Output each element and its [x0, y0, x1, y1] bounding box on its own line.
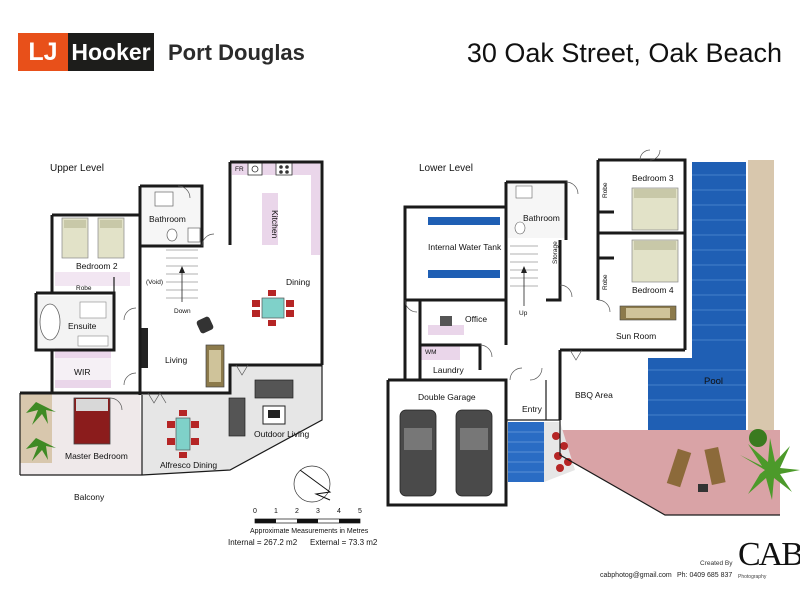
pool-water — [692, 162, 746, 430]
label-up: Up — [519, 310, 528, 317]
label-robe-bed3: Robe — [602, 182, 609, 198]
scale-caption: Approximate Measurements in Metres — [250, 528, 369, 535]
lj-hooker-logo: LJ Hooker — [18, 33, 154, 71]
external-area: External = 73.3 m2 — [310, 538, 378, 547]
scale-tick-3: 3 — [316, 508, 320, 515]
pool-deck — [560, 430, 780, 515]
label-storage: Storage — [552, 241, 559, 264]
scale-tick-4: 4 — [337, 508, 341, 515]
internal-area: Internal = 267.2 m2 — [228, 538, 298, 547]
scale-tick-5: 5 — [358, 508, 362, 515]
label-alfresco-dining: Alfresco Dining — [160, 460, 218, 470]
label-bedroom4: Bedroom 4 — [632, 285, 674, 295]
scale-tick-1: 1 — [274, 508, 278, 515]
kitchen-island — [262, 193, 278, 245]
scale-tick-2: 2 — [295, 508, 299, 515]
label-bbq-area: BBQ Area — [575, 390, 613, 400]
pool-side-strip — [748, 160, 774, 430]
property-address: 30 Oak Street, Oak Beach — [466, 38, 782, 68]
label-robe-bed4: Robe — [602, 274, 609, 290]
label-void: (Void) — [146, 279, 163, 286]
cab-logo-sub: Photography — [738, 574, 767, 580]
label-lower-bathroom: Bathroom — [523, 213, 560, 223]
label-dining: Dining — [286, 277, 311, 287]
scale-tick-0: 0 — [253, 508, 257, 515]
cab-logo: CAB — [738, 536, 800, 573]
lower-level-title: Lower Level — [419, 163, 473, 174]
label-laundry: Laundry — [433, 365, 464, 375]
kitchen-sink — [247, 162, 263, 176]
label-sun-room: Sun Room — [616, 331, 657, 341]
logo-lj-text: LJ — [18, 33, 68, 71]
label-double-garage: Double Garage — [418, 392, 476, 402]
label-outdoor-living: Outdoor Living — [254, 429, 310, 439]
label-master-bedroom: Master Bedroom — [65, 451, 128, 461]
label-bedroom3: Bedroom 3 — [632, 173, 674, 183]
label-down: Down — [174, 308, 191, 315]
label-ensuite: Ensuite — [68, 321, 97, 331]
label-washing-machine: WM — [425, 349, 437, 356]
credit-phone: Ph: 0409 685 837 — [677, 572, 733, 579]
label-entry: Entry — [522, 404, 542, 414]
label-upper-robe: Robe — [76, 285, 92, 292]
label-office: Office — [465, 314, 488, 324]
label-bedroom2: Bedroom 2 — [76, 261, 118, 271]
label-upper-bathroom: Bathroom — [149, 214, 186, 224]
label-living: Living — [165, 355, 188, 365]
office-name: Port Douglas — [168, 40, 305, 65]
upper-level-title: Upper Level — [50, 163, 104, 174]
label-kitchen: Kitchen — [270, 210, 280, 239]
logo-hooker-text: Hooker — [71, 39, 151, 65]
label-fridge: FR — [235, 166, 244, 173]
credit-email: cabphotog@gmail.com — [600, 572, 672, 579]
label-pool: Pool — [704, 376, 724, 387]
created-by-label: Created By — [700, 560, 733, 567]
label-wir: WIR — [74, 367, 91, 377]
label-balcony: Balcony — [74, 492, 105, 502]
kitchen-bench-side — [311, 175, 320, 255]
label-water-tank: Internal Water Tank — [428, 242, 502, 252]
north-arrow-icon — [293, 465, 331, 503]
cooktop — [275, 162, 293, 176]
